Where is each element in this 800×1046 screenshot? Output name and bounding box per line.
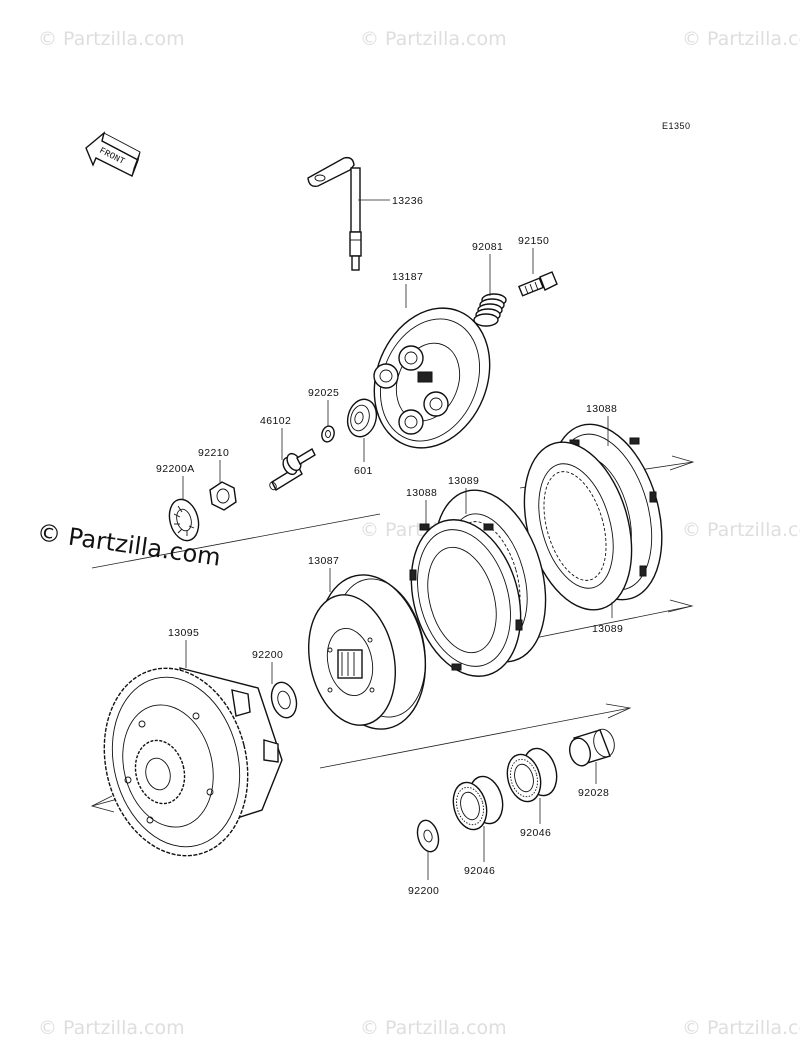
part-92210-nut (209, 481, 237, 511)
part-13088-friction-plate-left (409, 519, 523, 677)
label-92025: 92025 (308, 387, 339, 399)
watermark-top-right: © Partzilla.com (682, 28, 800, 50)
front-arrow-icon: FRONT (85, 131, 141, 177)
label-46102: 46102 (260, 415, 291, 427)
watermark-bottom-left: © Partzilla.com (38, 1017, 185, 1039)
diagram-code: E1350 (662, 121, 691, 131)
part-92025-washer (321, 425, 335, 443)
label-13087: 13087 (308, 555, 339, 567)
label-92200a: 92200A (156, 463, 195, 475)
part-92200a-lock-washer (168, 498, 200, 542)
part-92150-bolt (518, 271, 558, 297)
leader-lines (182, 199, 613, 880)
watermark-bottom-center: © Partzilla.com (360, 1017, 507, 1039)
label-13187: 13187 (392, 271, 423, 283)
part-92081-spring (473, 293, 507, 327)
label-13089-mid: 13089 (448, 475, 479, 487)
part-13087-clutch-hub (307, 574, 427, 730)
part-601-bearing (346, 398, 378, 438)
label-13236: 13236 (392, 195, 423, 207)
part-labels: 13236 13187 92081 92150 92025 601 46102 … (156, 195, 623, 897)
label-92028: 92028 (578, 787, 609, 799)
part-13187-spring-plate (373, 307, 491, 449)
part-46102-pusher-rod (269, 448, 316, 491)
label-92200-mid: 92200 (252, 649, 283, 661)
part-92200-washer-middle (270, 681, 298, 719)
label-13089-right: 13089 (592, 623, 623, 635)
label-601: 601 (354, 465, 373, 477)
label-92210: 92210 (198, 447, 229, 459)
watermark-top-left: © Partzilla.com (38, 28, 185, 50)
watermark-top-center: © Partzilla.com (360, 28, 507, 50)
part-92200-washer-bottom (416, 819, 440, 853)
label-92150: 92150 (518, 235, 549, 247)
part-13095-clutch-housing (103, 667, 283, 857)
label-92046-left: 92046 (464, 865, 495, 877)
label-13095: 13095 (168, 627, 199, 639)
part-13089-steel-plate-right (523, 441, 633, 611)
label-92046-right: 92046 (520, 827, 551, 839)
part-92046-needle-bearing-left (452, 775, 504, 831)
label-92200-bottom: 92200 (408, 885, 439, 897)
watermark-right: © Partzilla.com (682, 519, 800, 541)
part-92046-needle-bearing-right (506, 747, 558, 803)
watermark-bottom-right: © Partzilla.com (682, 1017, 800, 1039)
label-92081: 92081 (472, 241, 503, 253)
label-13088-top: 13088 (586, 403, 617, 415)
part-92028-collar (568, 728, 615, 767)
part-13236-lever-shaft (307, 156, 362, 271)
label-13088-left: 13088 (406, 487, 437, 499)
